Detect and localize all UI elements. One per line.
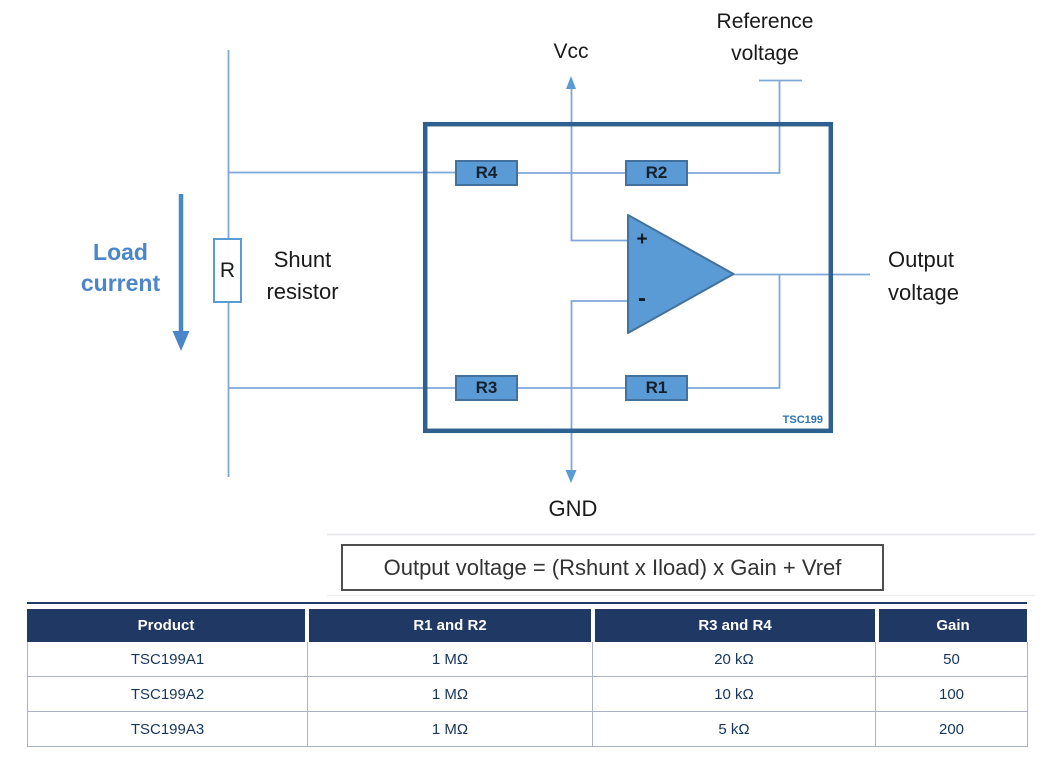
- output-voltage-label: Output voltage: [888, 243, 959, 309]
- gnd-arrow-icon: [565, 470, 577, 483]
- table-cell-r3r4: 20 kΩ: [593, 642, 876, 677]
- wire-r2-to-reference: [688, 81, 781, 174]
- table-header-gain: Gain: [879, 609, 1027, 642]
- chip-name-label: TSC199: [782, 414, 823, 426]
- resistor-r4-label: R4: [475, 163, 498, 182]
- output-voltage-line2: voltage: [888, 280, 959, 305]
- table-body: TSC199A1 1 MΩ 20 kΩ 50 TSC199A2 1 MΩ 10 …: [27, 642, 1028, 747]
- table-cell-r1r2: 1 MΩ: [308, 712, 593, 747]
- table-cell-r1r2: 1 MΩ: [308, 677, 593, 712]
- shunt-resistor-line1: Shunt: [273, 247, 332, 272]
- resistor-r1: R1: [625, 375, 688, 401]
- reference-voltage-line2: voltage: [731, 42, 799, 65]
- table-top-rule: [27, 602, 1027, 604]
- shunt-resistor-line2: resistor: [266, 279, 339, 304]
- wire-r1-to-output: [688, 274, 781, 389]
- ic-outline: [422, 121, 834, 434]
- vcc-label: Vcc: [553, 40, 589, 63]
- resistor-r2-label: R2: [645, 163, 668, 182]
- table-header-product: Product: [27, 609, 305, 642]
- gnd-label: GND: [548, 496, 598, 521]
- wire-minus-input-to-gnd: [570, 300, 629, 471]
- table-header-r3r4: R3 and R4: [595, 609, 875, 642]
- table-cell-gain: 100: [876, 677, 1028, 712]
- table-cell-gain: 200: [876, 712, 1028, 747]
- table-cell-product: TSC199A2: [28, 677, 308, 712]
- opamp-plus-sign: +: [636, 229, 648, 250]
- formula-text: Output voltage = (Rshunt x Iload) x Gain…: [383, 554, 842, 580]
- shunt-resistor-ref: R: [219, 258, 236, 282]
- table-cell-r1r2: 1 MΩ: [308, 642, 593, 677]
- shunt-resistor-label: Shunt resistor: [240, 244, 365, 308]
- output-voltage-line1: Output: [888, 247, 955, 272]
- table-cell-r3r4: 10 kΩ: [593, 677, 876, 712]
- resistor-r3-label: R3: [475, 378, 498, 397]
- shunt-resistor-symbol: R: [213, 238, 242, 303]
- load-current-label: Load current: [58, 237, 183, 299]
- resistor-r2: R2: [625, 160, 688, 186]
- table-header-row: Product R1 and R2 R3 and R4 Gain: [27, 609, 1027, 642]
- table-cell-gain: 50: [876, 642, 1028, 677]
- opamp-minus-sign: -: [638, 285, 646, 312]
- resistor-r4: R4: [455, 160, 518, 186]
- formula-box: Output voltage = (Rshunt x Iload) x Gain…: [341, 544, 884, 591]
- table-header-r1r2: R1 and R2: [309, 609, 591, 642]
- opamp-triangle: [627, 214, 735, 334]
- load-current-line2: current: [80, 270, 161, 296]
- resistor-r1-label: R1: [645, 378, 668, 397]
- wire-vcc-to-plus-input: [570, 88, 629, 242]
- reference-voltage-line1: Reference: [716, 10, 814, 33]
- resistor-r3: R3: [455, 375, 518, 401]
- vcc-arrow-icon: [566, 76, 576, 89]
- load-current-line1: Load: [93, 239, 148, 265]
- table-cell-r3r4: 5 kΩ: [593, 712, 876, 747]
- table-cell-product: TSC199A1: [28, 642, 308, 677]
- table-cell-product: TSC199A3: [28, 712, 308, 747]
- load-current-arrow-icon: [172, 331, 190, 351]
- reference-voltage-label: Reference voltage: [695, 6, 835, 70]
